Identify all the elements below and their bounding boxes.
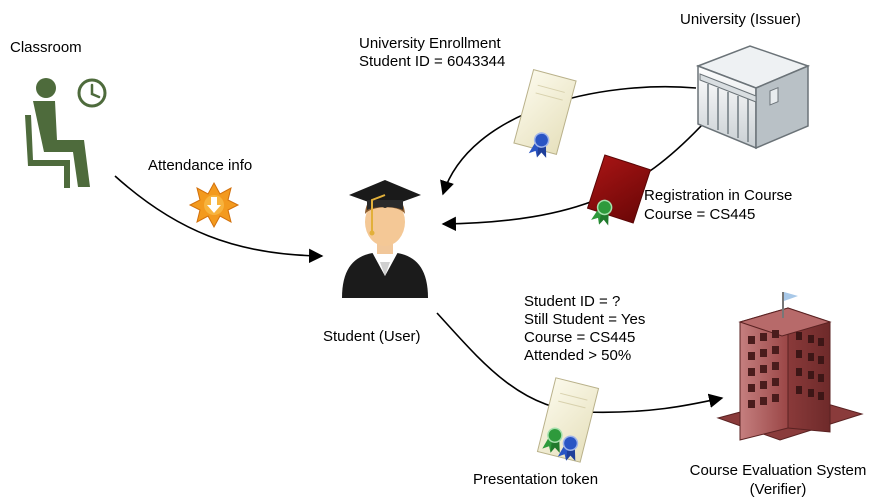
enrollment-credential-value: Student ID = 6043344	[359, 53, 506, 70]
enrollment-credential-title: University Enrollment	[359, 35, 501, 52]
student-label: Student (User)	[323, 328, 421, 345]
person-seated-with-clock-icon	[25, 78, 107, 188]
certificate-two-seals-icon	[536, 377, 600, 463]
certificate-red-green-seal-icon	[586, 154, 652, 226]
verifier-label-line1: Course Evaluation System	[689, 462, 867, 479]
presentation-claim: Still Student = Yes	[524, 311, 646, 328]
arrow-classroom-to-student	[114, 175, 324, 264]
university-building-icon	[695, 45, 811, 150]
presentation-claim: Course = CS445	[524, 329, 636, 346]
registration-credential-value: Course = CS445	[644, 206, 756, 223]
registration-credential-title: Registration in Course	[644, 187, 793, 204]
office-tower-icon	[716, 292, 864, 441]
presentation-claim: Student ID = ?	[524, 293, 621, 310]
presentation-claim: Attended > 50%	[524, 347, 632, 364]
starburst-download-icon	[188, 181, 240, 229]
attendance-info-label: Attendance info	[148, 157, 253, 174]
presentation-token-label: Presentation token	[473, 471, 599, 488]
classroom-label: Classroom	[10, 39, 82, 56]
verifier-label-line2: (Verifier)	[749, 481, 807, 498]
issuer-label: University (Issuer)	[680, 11, 801, 28]
graduate-student-icon	[342, 180, 428, 298]
certificate-blue-seal-icon	[513, 68, 577, 158]
